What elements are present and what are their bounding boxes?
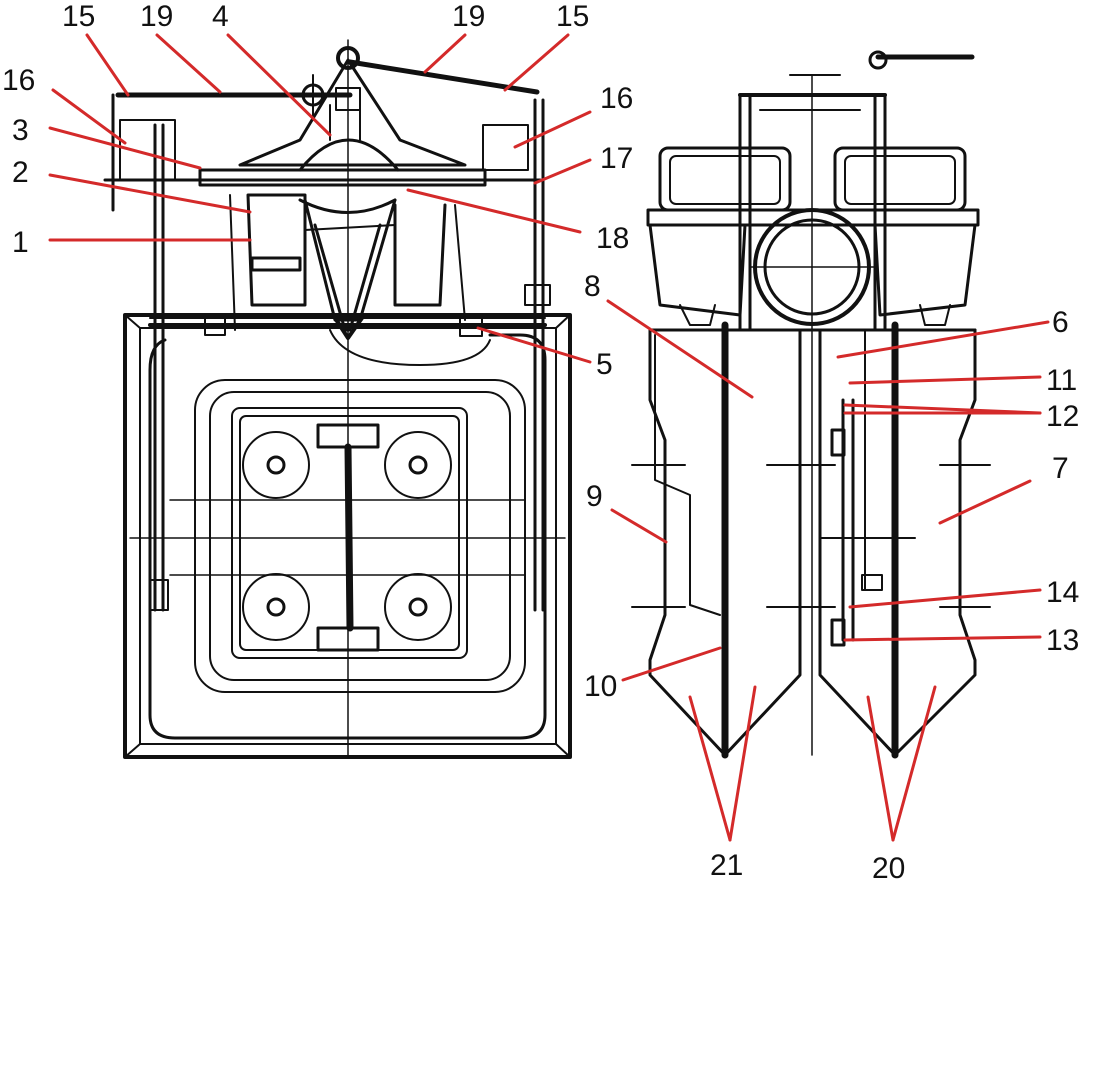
callout-4: 4 <box>212 0 229 33</box>
callout-labels: 1 2 3 4 5 6 7 8 9 10 11 12 13 14 15 15 1… <box>2 0 1079 885</box>
left-tank-outline <box>648 328 727 757</box>
front-view <box>103 39 572 759</box>
callout-19-left: 19 <box>140 0 173 33</box>
callout-10: 10 <box>584 670 617 703</box>
callout-1: 1 <box>12 226 29 259</box>
cross-marks <box>631 464 991 608</box>
callout-6: 6 <box>1052 306 1069 339</box>
right-tank-outline <box>893 328 977 757</box>
callout-19-right: 19 <box>452 0 485 33</box>
callout-3: 3 <box>12 114 29 147</box>
callout-15-left: 15 <box>62 0 95 33</box>
front-door-inner <box>231 407 468 659</box>
right-housing <box>833 146 967 212</box>
callout-8: 8 <box>584 270 601 303</box>
callout-2: 2 <box>12 156 29 189</box>
right-box <box>482 124 529 171</box>
leader-lines <box>48 33 1050 842</box>
door-bolts <box>242 431 452 641</box>
callout-20: 20 <box>872 852 905 885</box>
callout-9: 9 <box>586 480 603 513</box>
callout-15-right: 15 <box>556 0 589 33</box>
callout-17: 17 <box>600 142 633 175</box>
left-pocket <box>246 193 307 307</box>
callout-7: 7 <box>1052 452 1069 485</box>
callout-12: 12 <box>1046 400 1079 433</box>
callout-5: 5 <box>596 348 613 381</box>
left-housing <box>658 146 792 212</box>
callout-11: 11 <box>1046 364 1077 397</box>
callout-16-left: 16 <box>2 64 35 97</box>
side-view <box>631 50 991 759</box>
callout-21: 21 <box>710 849 743 882</box>
callout-18: 18 <box>596 222 629 255</box>
callout-14: 14 <box>1046 576 1079 609</box>
callout-16-right: 16 <box>600 82 633 115</box>
callout-13: 13 <box>1046 624 1079 657</box>
front-door-outer <box>194 379 526 693</box>
